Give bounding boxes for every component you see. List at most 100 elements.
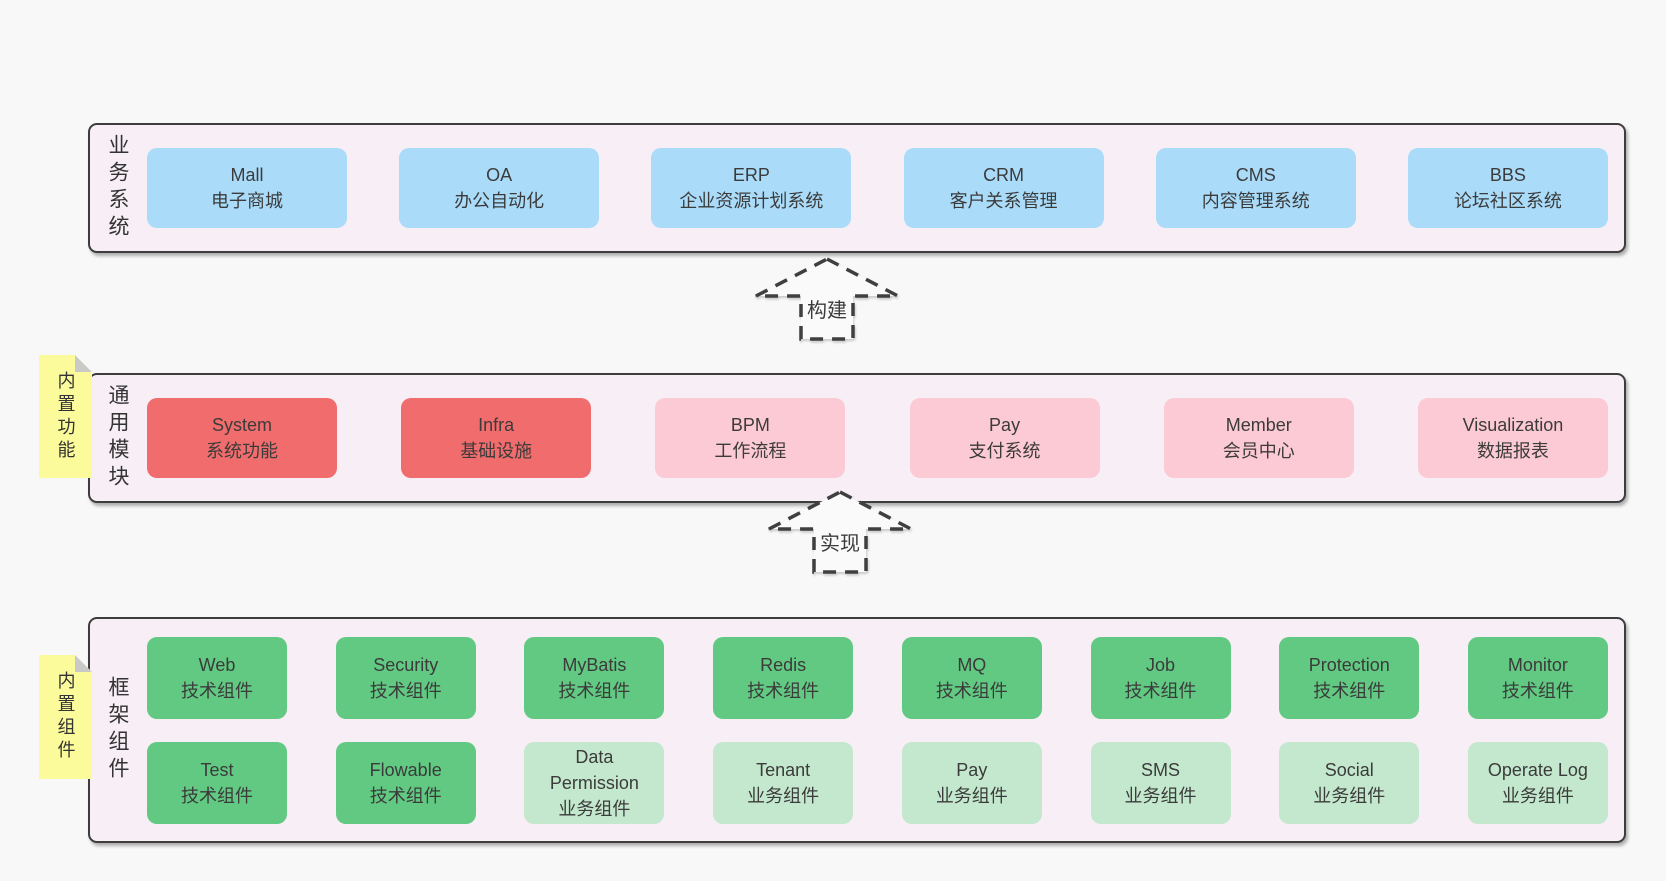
box-system: System 系统功能 (147, 398, 337, 478)
box-subtitle: 支付系统 (968, 441, 1041, 461)
box-title: Tenant (756, 759, 811, 780)
box-row: System 系统功能 Infra 基础设施 BPM 工作流程 Pay 支付系统 Member 会… (147, 398, 1608, 478)
box-title: Security (373, 654, 439, 675)
box-title: CRM (983, 165, 1025, 185)
box-subtitle: 技术组件 (1124, 680, 1197, 701)
box-title: CMS (1235, 165, 1276, 185)
box-subtitle: 业务组件 (747, 785, 820, 806)
box-monitor: Monitor 技术组件 (1467, 636, 1608, 719)
box-redis: Redis 技术组件 (713, 636, 854, 719)
box-member: Member 会员中心 (1163, 398, 1354, 478)
implement-arrow-icon: 实现 (765, 489, 915, 575)
box-title: System (211, 415, 272, 435)
box-title: BBS (1489, 165, 1526, 185)
box-subtitle: 技术组件 (181, 680, 253, 701)
box-pay: Pay 支付系统 (909, 398, 1100, 478)
box-subtitle: 技术组件 (369, 680, 442, 701)
box-title: Social (1324, 759, 1374, 780)
build-arrow-icon: 构建 (752, 256, 902, 342)
layer-common-modules: 通用模块 System 系统功能 Infra 基础设施 BPM 工作流程 Pay 支付系统 Me… (88, 373, 1626, 503)
box-title: SMS (1141, 759, 1181, 780)
box-subtitle: 工作流程 (714, 441, 787, 461)
box-title: MyBatis (562, 654, 627, 675)
box-subtitle: 技术组件 (747, 680, 820, 701)
box-web: Web 技术组件 (147, 636, 287, 719)
box-subtitle: 技术组件 (369, 785, 442, 806)
box-cms: CMS 内容管理系统 (1155, 148, 1356, 228)
box-title: ERP (732, 165, 770, 185)
box-title: MQ (957, 654, 987, 675)
box-erp: ERP 企业资源计划系统 (651, 148, 852, 228)
box-subtitle: 技术组件 (1313, 680, 1386, 701)
box-crm: CRM 客户关系管理 (903, 148, 1104, 228)
common-modules-boxes: System 系统功能 Infra 基础设施 BPM 工作流程 Pay 支付系统 Member 会… (147, 398, 1608, 478)
box-subtitle: 基础设施 (460, 441, 533, 461)
box-oa: OA 办公自动化 (399, 148, 600, 228)
box-subtitle: 业务组件 (935, 785, 1008, 806)
box-subtitle: 数据报表 (1476, 441, 1549, 461)
folded-corner-icon (75, 355, 92, 372)
box-subtitle: 业务组件 (1313, 785, 1386, 806)
box-title: Infra (478, 415, 515, 435)
box-subtitle: 技术组件 (558, 680, 631, 701)
box-title: Monitor (1507, 654, 1568, 675)
box-title: Web (198, 654, 236, 675)
box-title: BPM (730, 415, 770, 435)
box-subtitle: 论坛社区系统 (1453, 191, 1562, 211)
box-subtitle: 企业资源计划系统 (679, 191, 824, 211)
box-title: Test (200, 759, 234, 780)
box-social: Social 业务组件 (1279, 741, 1420, 824)
box-subtitle: 客户关系管理 (949, 191, 1058, 211)
box-title: Pay (989, 415, 1021, 435)
sticky-note-builtin-features: 内置功能 (39, 355, 92, 478)
box-title: Visualization (1462, 415, 1564, 435)
box-title: Protection (1308, 654, 1390, 675)
box-subtitle: 技术组件 (935, 680, 1008, 701)
box-subtitle: 办公自动化 (454, 191, 545, 211)
box-protection: Protection 技术组件 (1279, 636, 1420, 719)
box-subtitle: 技术组件 (181, 785, 253, 806)
layer-label-framework-components: 框架组件 (106, 676, 129, 784)
box-subtitle: 业务组件 (1501, 785, 1574, 806)
box-infra: Infra 基础设施 (401, 398, 592, 478)
box-subtitle: 技术组件 (1501, 680, 1574, 701)
build-arrow-label: 构建 (804, 294, 850, 323)
sticky-note-text: 内置功能 (55, 370, 76, 463)
box-mybatis: MyBatis 技术组件 (524, 636, 665, 719)
sticky-note-builtin-components: 内置组件 (39, 655, 92, 779)
box-flowable: Flowable 技术组件 (335, 741, 476, 824)
box-test: Test 技术组件 (147, 741, 287, 824)
box-title: Redis (760, 654, 807, 675)
box-visualization: Visualization 数据报表 (1417, 398, 1608, 478)
sticky-note-text: 内置组件 (55, 671, 76, 763)
layer-label-common-modules: 通用模块 (106, 384, 129, 492)
implement-arrow-label: 实现 (817, 527, 863, 556)
box-title: Flowable (369, 759, 442, 780)
box-subtitle: 电子商城 (211, 191, 283, 211)
box-title: OA (486, 165, 513, 185)
box-job: Job 技术组件 (1090, 636, 1231, 719)
box-mq: MQ 技术组件 (901, 636, 1042, 719)
box-security: Security 技术组件 (335, 636, 476, 719)
box-title: Data Permission (549, 746, 639, 793)
box-subtitle: 内容管理系统 (1201, 191, 1310, 211)
box-title: Job (1146, 654, 1176, 675)
box-subtitle: 系统功能 (206, 441, 278, 461)
box-title: Member (1225, 415, 1292, 435)
box-tenant: Tenant 业务组件 (713, 741, 854, 824)
box-subtitle: 会员中心 (1222, 441, 1295, 461)
layer-label-business-systems: 业务系统 (106, 134, 129, 242)
